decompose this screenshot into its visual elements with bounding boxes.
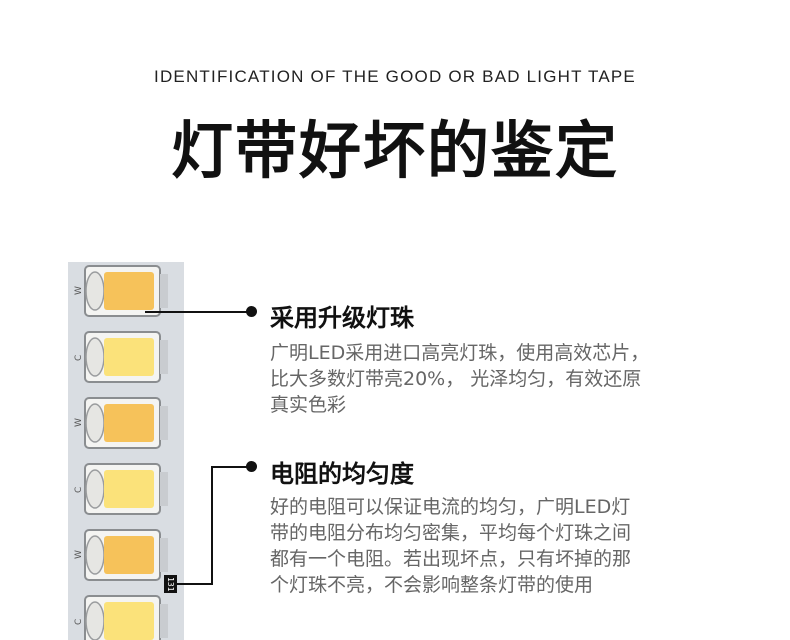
connector-line-2-vertical [211, 466, 213, 584]
connector-line-2-bottom [176, 583, 213, 585]
led-strip-graphic: W C W C W C [74, 265, 168, 640]
feature-desc-upgraded-leds: 广明LED采用进口高亮灯珠，使用高效芯片， 比大多数灯带亮20%， 光泽均匀，有… [270, 340, 740, 418]
svg-text:C: C [74, 487, 84, 493]
desc-line: 比大多数灯带亮20%， 光泽均匀，有效还原 [270, 368, 642, 390]
resistor-label: 131 [166, 576, 175, 592]
bullet-1 [246, 306, 257, 317]
feature-title-resistor-uniformity: 电阻的均匀度 [270, 460, 414, 488]
led-chip: C [74, 331, 168, 383]
led-chip: W [74, 529, 168, 581]
bullet-2 [246, 461, 257, 472]
svg-text:C: C [74, 355, 84, 361]
desc-line: 带的电阻分布均匀密集，平均每个灯珠之间 [270, 522, 632, 544]
subtitle: IDENTIFICATION OF THE GOOD OR BAD LIGHT … [154, 67, 636, 86]
led-chip: W [74, 265, 168, 317]
feature-desc-resistor-uniformity: 好的电阻可以保证电流的均匀，广明LED灯 带的电阻分布均匀密集，平均每个灯珠之间… [270, 494, 740, 598]
desc-line: 个灯珠不亮，不会影响整条灯带的使用 [270, 574, 594, 596]
desc-line: 好的电阻可以保证电流的均匀，广明LED灯 [270, 496, 631, 518]
desc-line: 都有一个电阻。若出现坏点，只有坏掉的那 [270, 548, 632, 570]
desc-line: 广明LED采用进口高亮灯珠，使用高效芯片， [270, 342, 650, 364]
led-chip: W [74, 397, 168, 449]
led-chip: C [74, 595, 168, 640]
page-title: 灯带好坏的鉴定 [170, 114, 619, 187]
connector-line-2 [212, 466, 253, 468]
led-chip: C [74, 463, 168, 515]
svg-text:W: W [74, 550, 84, 559]
svg-text:W: W [74, 418, 84, 427]
svg-text:C: C [74, 619, 84, 625]
connector-line-1 [145, 311, 253, 313]
desc-line: 真实色彩 [270, 394, 347, 416]
feature-title-upgraded-leds: 采用升级灯珠 [270, 304, 414, 332]
led-strip-image: W C W C W C [68, 262, 184, 640]
resistor-marker: 131 [164, 575, 177, 593]
svg-text:W: W [74, 286, 84, 295]
